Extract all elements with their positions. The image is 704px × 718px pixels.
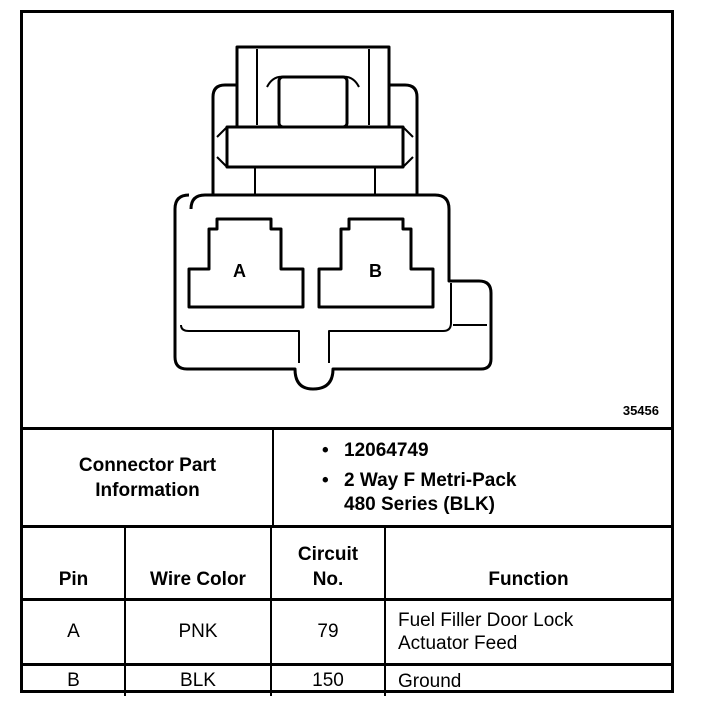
cell-function: Fuel Filler Door Lock Actuator Feed xyxy=(384,598,671,665)
pin-label-b: B xyxy=(369,261,382,281)
cell-circuit: 150 xyxy=(270,663,385,696)
cell-function: Ground xyxy=(384,663,671,696)
upper-housing xyxy=(211,83,419,195)
latch-block xyxy=(235,45,391,129)
table-row: A PNK 79 Fuel Filler Door Lock Actuator … xyxy=(23,598,671,665)
connector-drawing xyxy=(173,45,493,391)
header-circuit: Circuit No. xyxy=(270,525,385,600)
housing-collar xyxy=(225,125,405,169)
pin-label-a: A xyxy=(233,261,246,281)
pin-table-header: Pin Wire Color Circuit No. Function xyxy=(23,525,671,600)
latch-tab xyxy=(277,75,349,129)
connector-diagram: A B 35456 xyxy=(23,13,671,427)
cell-pin: B xyxy=(23,663,125,696)
table-row: B BLK 150 Ground xyxy=(23,663,671,696)
header-function: Function xyxy=(384,525,671,600)
cell-wire-color: PNK xyxy=(124,598,271,665)
connector-sheet: A B 35456 Connector Part Information 120… xyxy=(20,10,674,696)
part-info-list: 12064749 2 Way F Metri-Pack 480 Series (… xyxy=(272,427,671,525)
part-number-item: 12064749 xyxy=(314,439,671,463)
cell-circuit: 79 xyxy=(270,598,385,665)
connector-body xyxy=(173,193,493,391)
cavity-b xyxy=(317,217,435,309)
pin-table: Pin Wire Color Circuit No. Function A PN… xyxy=(23,525,671,696)
connector-part-info: Connector Part Information 12064749 2 Wa… xyxy=(23,427,671,525)
header-pin: Pin xyxy=(23,525,125,600)
figure-number: 35456 xyxy=(622,403,659,418)
part-info-title: Connector Part Information xyxy=(23,427,273,525)
header-wire-color: Wire Color xyxy=(124,525,271,600)
cell-wire-color: BLK xyxy=(124,663,271,696)
connector-inner-rim xyxy=(180,283,452,363)
cell-pin: A xyxy=(23,598,125,665)
connector-type-item: 2 Way F Metri-Pack 480 Series (BLK) xyxy=(314,469,671,517)
cavity-a xyxy=(187,217,305,309)
